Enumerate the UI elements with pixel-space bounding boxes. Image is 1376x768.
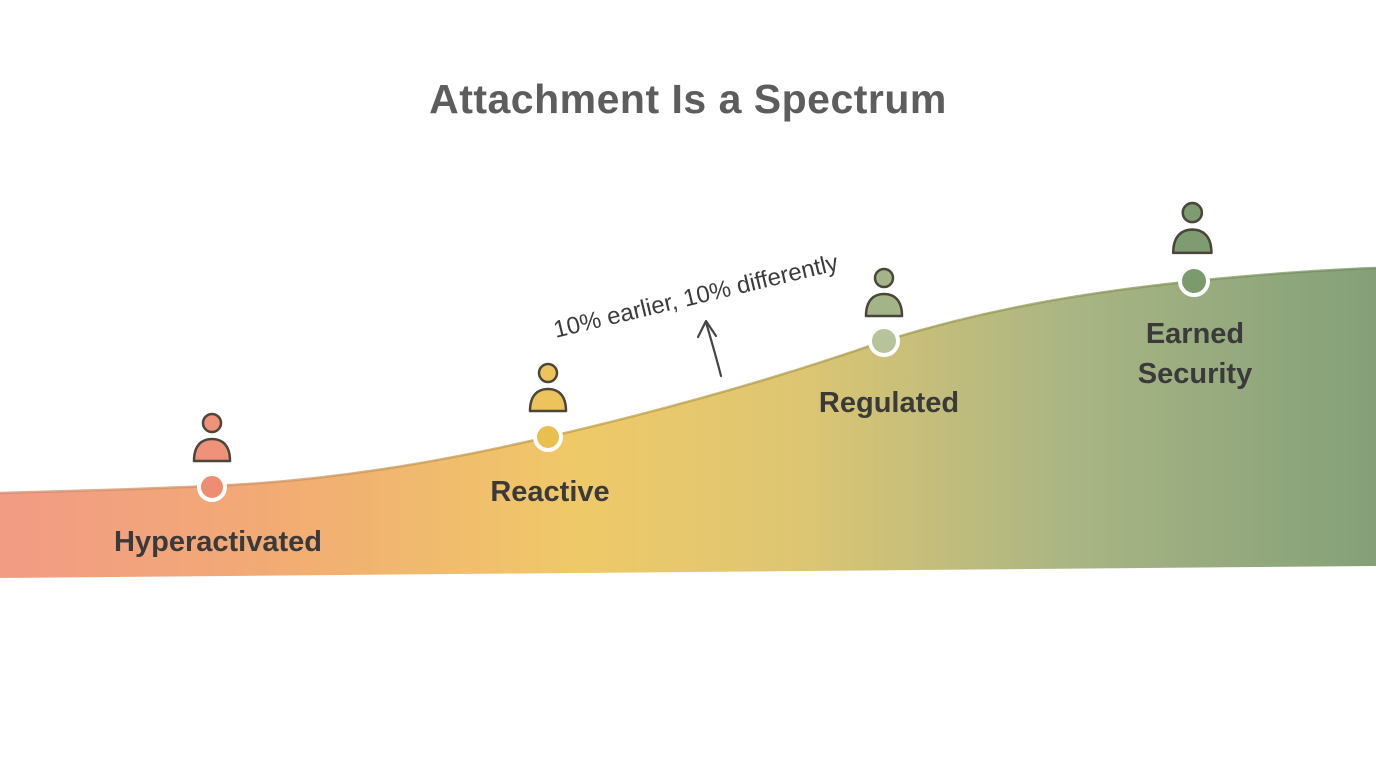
up-arrow-icon [696, 319, 723, 378]
person-icon-reactive [528, 362, 568, 413]
spectrum-hill [0, 268, 1376, 578]
person-icon-earned-security [1171, 201, 1213, 255]
stage-label-earned-security: Earned Security [1137, 318, 1253, 390]
stage-dot-reactive [533, 422, 563, 452]
stage-dot-hyperactivated [197, 472, 227, 502]
stage-label-regulated: Regulated [818, 387, 960, 419]
person-icon-hyperactivated [192, 412, 232, 463]
stage-label-hyperactivated: Hyperactivated [114, 526, 322, 558]
stage-dot-regulated [868, 325, 900, 357]
stage-label-reactive: Reactive [490, 476, 610, 508]
person-icon-regulated [864, 267, 904, 318]
stage-dot-earned-security [1178, 265, 1210, 297]
page-title: Attachment Is a Spectrum [429, 76, 947, 122]
